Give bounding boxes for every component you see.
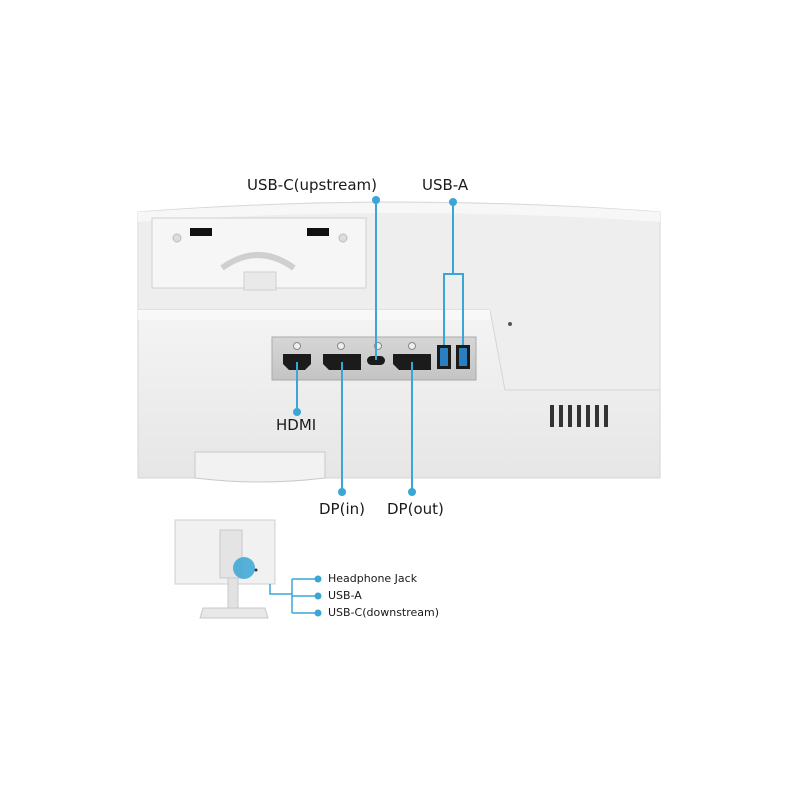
label-usb-a: USB-A <box>422 176 469 194</box>
callout-dots <box>293 196 457 496</box>
label-dp-in: DP(in) <box>319 500 365 518</box>
port-bay <box>271 336 477 381</box>
monitor-thumbnail <box>174 519 276 619</box>
side-callout-lines <box>269 578 318 614</box>
label-side-usb-a: USB-A <box>328 589 362 602</box>
side-callout-dots <box>314 575 322 617</box>
label-usb-c-downstream: USB-C(downstream) <box>328 606 440 619</box>
label-usb-c-upstream: USB-C(upstream) <box>247 176 377 194</box>
label-headphone-jack: Headphone Jack <box>328 572 418 585</box>
label-hdmi: HDMI <box>276 416 317 434</box>
usb-c-upstream-port-icon <box>367 356 385 365</box>
callout-lines <box>296 200 464 492</box>
label-dp-out: DP(out) <box>387 500 444 518</box>
vent-slots <box>550 405 608 427</box>
